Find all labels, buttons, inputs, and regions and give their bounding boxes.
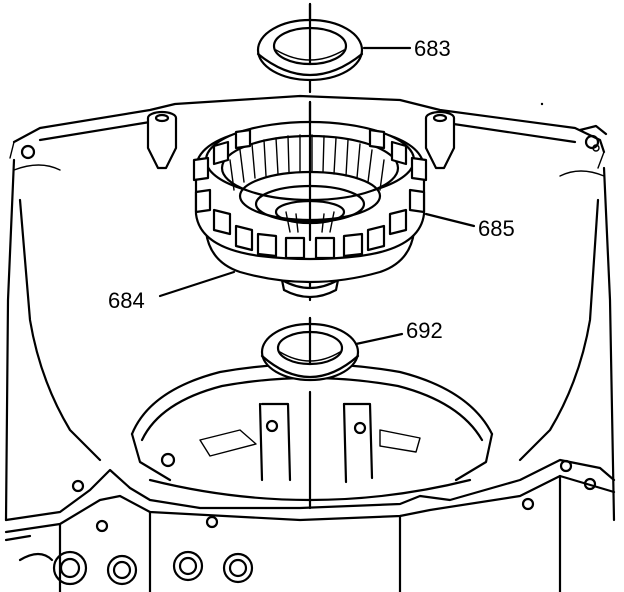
bore-bolt-hole bbox=[353, 421, 367, 435]
flange-bolt-hole bbox=[205, 515, 219, 529]
thrust-washer-683 bbox=[256, 2, 364, 82]
case-bolt-hole bbox=[20, 144, 36, 160]
callout-683: 683 bbox=[362, 36, 451, 61]
case-bolt-hole bbox=[592, 144, 600, 152]
bore-bolt-hole bbox=[160, 452, 176, 468]
thrust-bearing-692 bbox=[260, 316, 360, 382]
callout-692: 692 bbox=[354, 318, 443, 346]
callout-684: 684 bbox=[108, 270, 236, 313]
callout-label-692: 692 bbox=[406, 318, 443, 343]
callout-685: 685 bbox=[424, 212, 515, 241]
case-bolt-hole bbox=[584, 134, 600, 150]
flange-bolt-hole bbox=[71, 479, 85, 493]
internal-splines bbox=[229, 134, 385, 191]
speck bbox=[540, 102, 544, 106]
callout-label-683: 683 bbox=[414, 36, 451, 61]
flange-bolt-hole bbox=[559, 459, 573, 473]
case-standoff-right bbox=[424, 110, 456, 170]
bore-bolt-hole bbox=[265, 419, 279, 433]
callout-label-684: 684 bbox=[108, 288, 145, 313]
external-lugs bbox=[192, 128, 428, 260]
flange-bolt-hole bbox=[583, 477, 597, 491]
flange-bolt-hole bbox=[521, 497, 535, 511]
callout-label-685: 685 bbox=[478, 216, 515, 241]
clutch-housing-685 bbox=[192, 100, 428, 261]
flange-bolt-hole bbox=[95, 519, 109, 533]
lower-ports bbox=[18, 550, 254, 586]
case-standoff-left bbox=[146, 110, 178, 170]
